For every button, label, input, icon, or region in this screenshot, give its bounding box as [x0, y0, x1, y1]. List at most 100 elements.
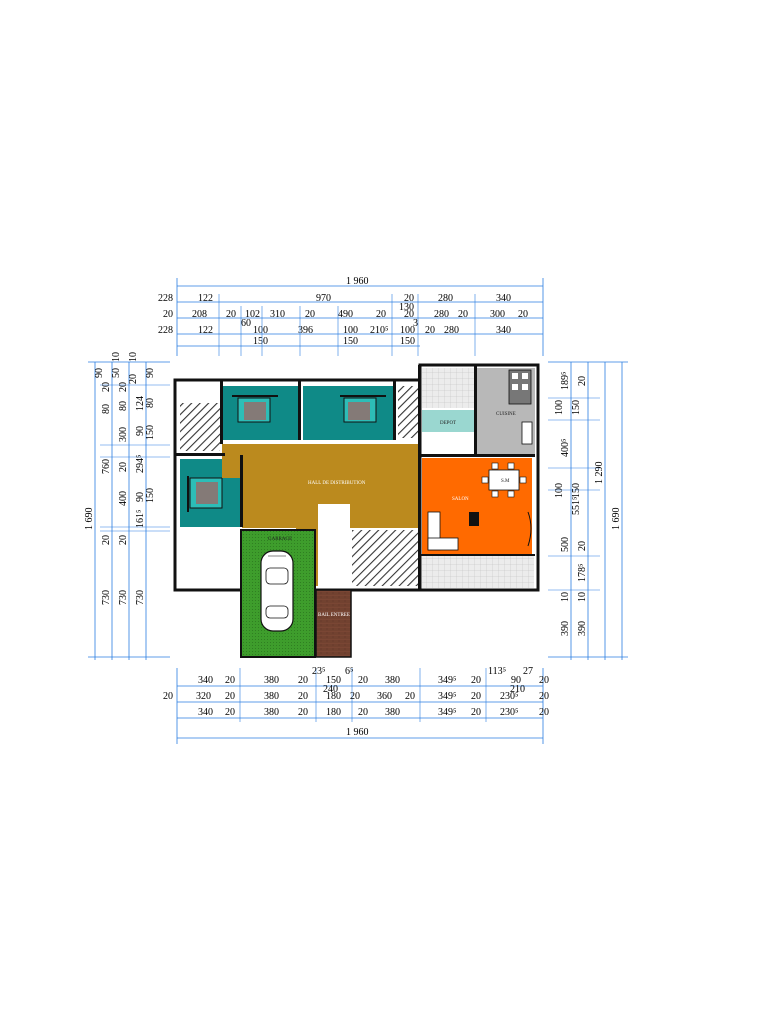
top-dimensions: 1 960 228 122 970 20 280 340 20 208 20 1…	[158, 276, 544, 356]
dim-bot-r2-6: 20	[350, 691, 360, 702]
dim-bot-r2-7: 360	[377, 691, 392, 702]
dim-bot-r3-10: 20	[539, 707, 549, 718]
depot-label: DEPOT	[440, 421, 456, 426]
left-total-dimension: 1 690	[84, 508, 95, 531]
dim-left-c1-3: 20	[101, 535, 112, 545]
bath-entry-area	[315, 589, 352, 658]
bath-entry-label: BAIL ENTREE	[318, 613, 350, 618]
dim-top-r3-10: 340	[496, 325, 511, 336]
dim-top-r3-8: 20	[425, 325, 435, 336]
dim-bot-r2-3: 380	[264, 691, 279, 702]
dim-top-r1-4: 280	[438, 293, 453, 304]
dim-left-c2-2: 300	[118, 427, 129, 442]
kitchen-label: CUISINE	[496, 412, 516, 417]
dim-top-r1-3: 20	[404, 293, 414, 304]
right-total-dimension: 1 690	[611, 508, 622, 531]
dim-bot-r3-6: 380	[385, 707, 400, 718]
dim-right-b-2: 150	[571, 483, 582, 498]
dim-bot-r1-0: 340	[198, 675, 213, 686]
dim-top-r2-9: 280	[434, 309, 449, 320]
dim-top-r3-2: 100	[253, 325, 268, 336]
dim-left-c3-4: 90	[135, 426, 146, 436]
dim-left-c2-0: 90	[94, 368, 105, 378]
dim-top-r1-5: 340	[496, 293, 511, 304]
dim-right-c-6: 178⁵	[577, 564, 588, 583]
dim-top-r3-5: 210⁵	[370, 325, 389, 336]
dim-bot-r3-0: 340	[198, 707, 213, 718]
dining-table	[481, 462, 527, 498]
dim-left-c4-3: 80	[145, 398, 156, 408]
dim-bot-r1-3: 20	[298, 675, 308, 686]
dim-bot-r1-6: 6⁵	[345, 666, 354, 677]
dim-bot-r3-5: 20	[358, 707, 368, 718]
bottom-dimensions: 1 960 340 20 380 20 23⁵ 150 6⁵ 20 380 34…	[163, 666, 549, 744]
dim-top-r3-7: 100	[400, 325, 415, 336]
dim-left-c3-1: 50	[111, 368, 122, 378]
dim-bot-r3-8: 20	[471, 707, 481, 718]
dim-bot-r2-11: 230⁵	[500, 691, 519, 702]
dim-left-c3-0: 10	[111, 352, 122, 362]
dim-bot-r1-7: 20	[358, 675, 368, 686]
dim-left-c1-2: 760	[101, 459, 112, 474]
dim-left-c4-1: 20	[128, 374, 139, 384]
dim-top-r2x-0: 60	[241, 318, 251, 329]
dim-bot-r3-7: 349⁵	[438, 707, 457, 718]
salon-label: SALON	[452, 497, 469, 502]
dim-bot-r2-4: 20	[298, 691, 308, 702]
dim-left-c4-4: 150	[145, 425, 156, 440]
dim-bot-r3-9: 230⁵	[500, 707, 519, 718]
bed-3	[187, 476, 223, 512]
service-hatch-area	[352, 530, 418, 586]
dim-top-r2-6: 490	[338, 309, 353, 320]
dim-top-r2-1: 208	[192, 309, 207, 320]
right-dimensions: 1 690 1 290 20 150 150 20 10 390 189⁵ 10…	[548, 361, 628, 660]
dim-bot-r3-1: 20	[225, 707, 235, 718]
hall-area	[222, 444, 418, 586]
dim-bot-r1-2: 380	[264, 675, 279, 686]
dim-left-c1-4: 730	[101, 590, 112, 605]
dim-right-b-3: 20	[577, 541, 588, 551]
dim-bot-r1s-0: 240	[323, 684, 338, 695]
dim-top-r2-5: 20	[305, 309, 315, 320]
dim-bot-r2-2: 20	[225, 691, 235, 702]
dim-bot-r2-1: 320	[196, 691, 211, 702]
dim-left-c2-1: 20	[118, 382, 129, 392]
dining-label: S.M	[501, 479, 510, 484]
dim-right-c-5: 500	[560, 537, 571, 552]
dim-top-r3-1: 122	[198, 325, 213, 336]
dim-top-r3-4: 100	[343, 325, 358, 336]
dim-top-r2-11: 300	[490, 309, 505, 320]
dim-left-c2-5: 20	[118, 535, 129, 545]
dim-bot-r1-1: 20	[225, 675, 235, 686]
dim-bot-r1s-1: 210	[510, 684, 525, 695]
dim-right-c-8: 390	[560, 621, 571, 636]
dim-right-b-5: 390	[577, 621, 588, 636]
dim-left-c1-0: 20	[101, 382, 112, 392]
dim-top-r1-0: 228	[158, 293, 173, 304]
dim-top-r3-0: 228	[158, 325, 173, 336]
dim-bot-r2-10: 20	[471, 691, 481, 702]
dim-right-c-4: 551⁵	[571, 497, 582, 516]
dim-bot-r1-5: 150	[326, 675, 341, 686]
shower-hatch-area	[398, 386, 418, 438]
dim-left-c1-1: 80	[101, 404, 112, 414]
dim-bot-r1-8: 380	[385, 675, 400, 686]
dim-bot-r2-0: 20	[163, 691, 173, 702]
kitchen-counter	[508, 369, 533, 445]
dim-top-r2-8: 20	[404, 309, 414, 320]
dim-right-c-7: 10	[560, 592, 571, 602]
dim-right-b-1: 150	[571, 400, 582, 415]
dim-right-c-1: 100	[554, 400, 565, 415]
dim-top-r3s-0: 150	[253, 336, 268, 347]
dim-top-r2-3: 102	[245, 309, 260, 320]
wc-hatch-area	[180, 403, 220, 451]
terrace-bottom	[422, 556, 534, 588]
dim-left-c4-2: 90	[145, 368, 156, 378]
dim-left-c3-3: 124	[135, 396, 146, 411]
left-dimensions: 1 690 20 80 760 20 730 90 20 300 20 400 …	[84, 352, 170, 660]
dim-bot-r1-12: 90	[511, 675, 521, 686]
dim-top-r3s-1: 150	[343, 336, 358, 347]
dim-top-r2x-1: 130	[399, 302, 414, 313]
dim-top-r1-1: 122	[198, 293, 213, 304]
depot-area	[422, 410, 474, 432]
